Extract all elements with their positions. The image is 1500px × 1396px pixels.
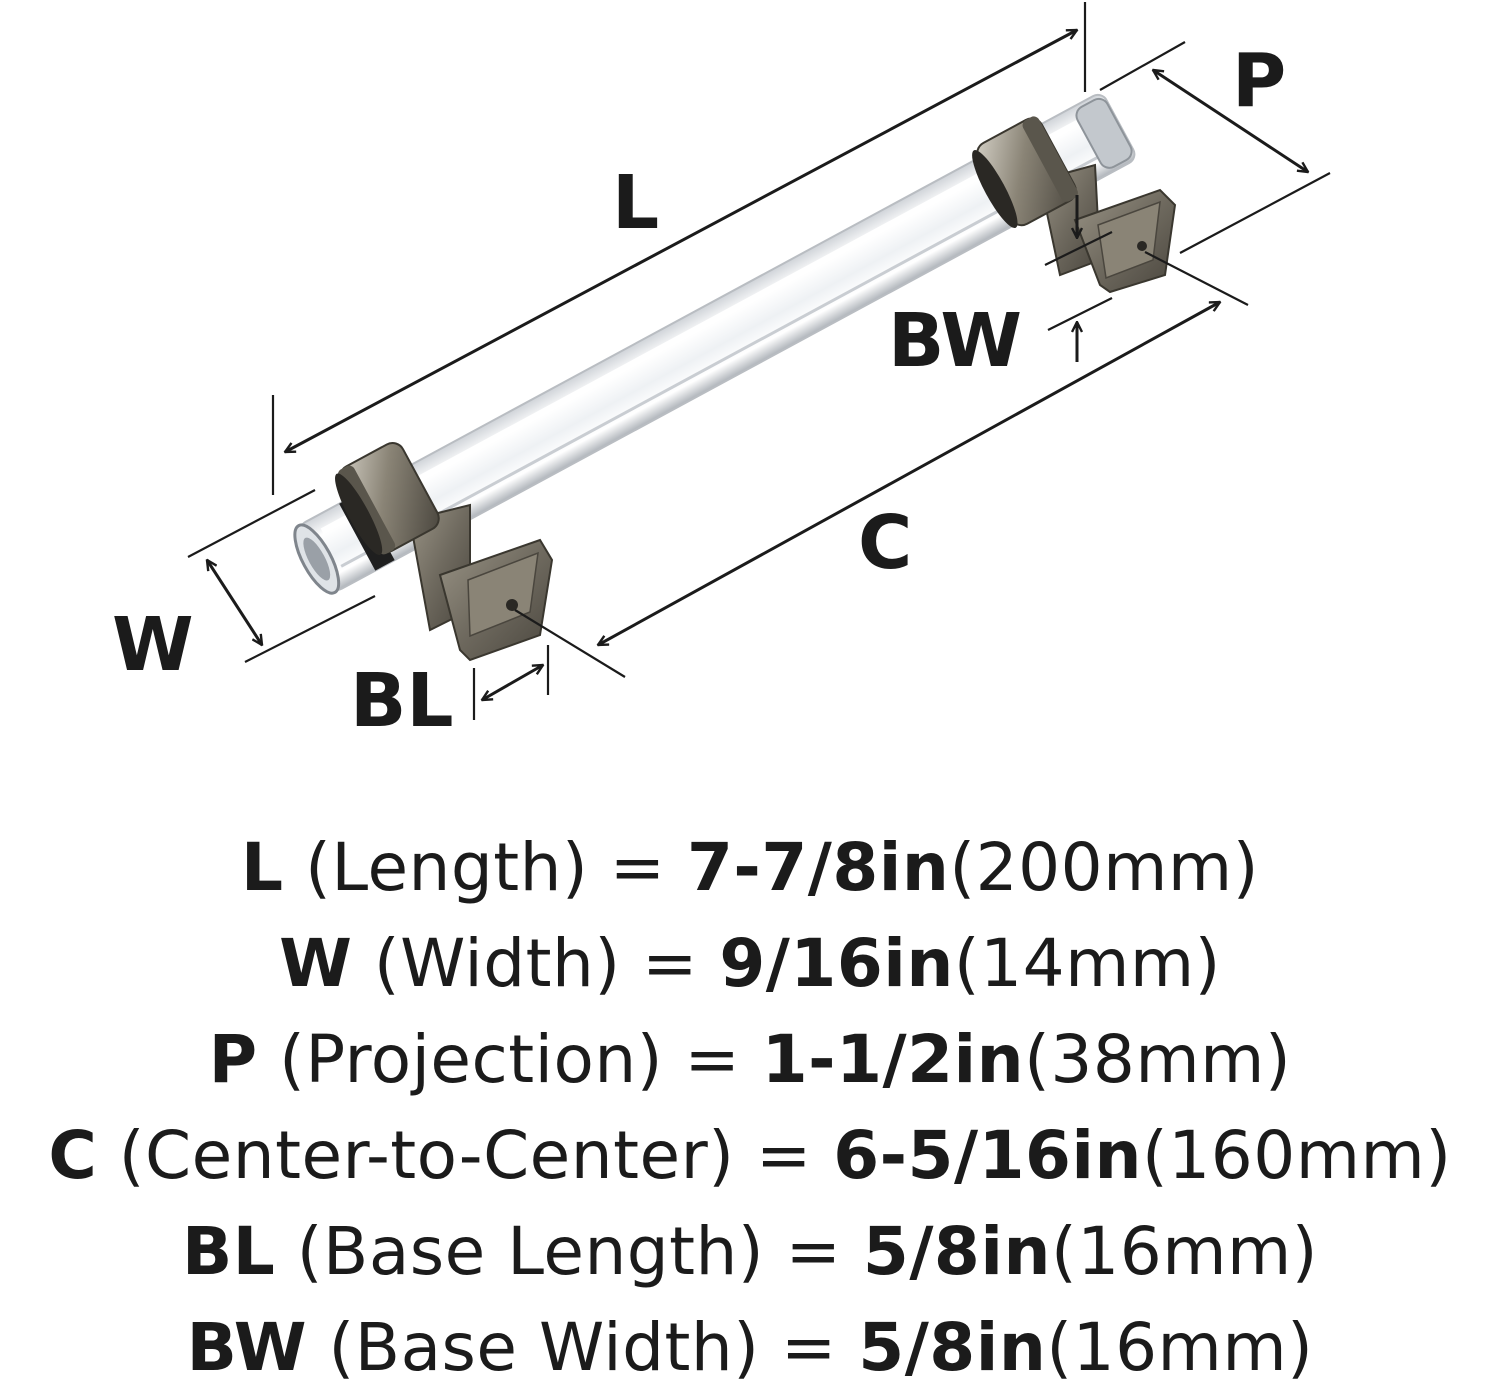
spec-key: BL [181,1213,276,1290]
spec-imperial-value: 5/8in [862,1213,1051,1290]
dimension-spec-list: L (Length) = 7-7/8in(200mm) W (Width) = … [0,820,1500,1396]
cabinet-pull-illustration [293,93,1177,662]
dimension-label-projection: P [1232,38,1286,124]
spec-metric-value: (38mm) [1024,1021,1292,1098]
spec-imperial-value: 7-7/8in [687,829,950,906]
spec-key: W [279,925,353,1002]
spec-metric-value: (16mm) [1046,1309,1314,1386]
spec-metric-value: (160mm) [1142,1117,1452,1194]
left-ferrule [335,442,440,556]
spec-row-base-length: BL (Base Length) = 5/8in(16mm) [0,1204,1500,1300]
spec-row-center-to-center: C (Center-to-Center) = 6-5/16in(160mm) [0,1108,1500,1204]
cabinet-pull-dimension-diagram: L P W C BW BL [112,2,1331,744]
spec-key: BW [186,1309,308,1386]
dimension-label-base-length: BL [350,658,454,744]
spec-description: (Center-to-Center) = [97,1117,834,1194]
spec-description: (Base Length) = [275,1213,863,1290]
left-post [408,503,554,662]
spec-description: (Length) = [283,829,687,906]
spec-description: (Base Width) = [307,1309,859,1386]
dimension-label-base-width: BW [888,298,1022,384]
spec-metric-value: (200mm) [949,829,1259,906]
spec-metric-value: (14mm) [953,925,1221,1002]
spec-key: L [241,829,284,906]
spec-imperial-value: 9/16in [719,925,954,1002]
spec-row-base-width: BW (Base Width) = 5/8in(16mm) [0,1300,1500,1396]
spec-row-length: L (Length) = 7-7/8in(200mm) [0,820,1500,916]
dimension-label-width: W [112,602,194,688]
dimension-label-length: L [612,160,659,246]
dimension-label-center-to-center: C [858,500,912,586]
spec-description: (Width) = [352,925,720,1002]
spec-row-projection: P (Projection) = 1-1/2in(38mm) [0,1012,1500,1108]
spec-imperial-value: 1-1/2in [761,1021,1025,1098]
spec-description: (Projection) = [257,1021,762,1098]
spec-imperial-value: 6-5/16in [833,1117,1143,1194]
spec-metric-value: (16mm) [1050,1213,1319,1290]
spec-key: P [208,1021,258,1098]
spec-row-width: W (Width) = 9/16in(14mm) [0,916,1500,1012]
dimension-lines [187,2,1331,720]
spec-imperial-value: 5/8in [858,1309,1047,1386]
spec-key: C [48,1117,98,1194]
